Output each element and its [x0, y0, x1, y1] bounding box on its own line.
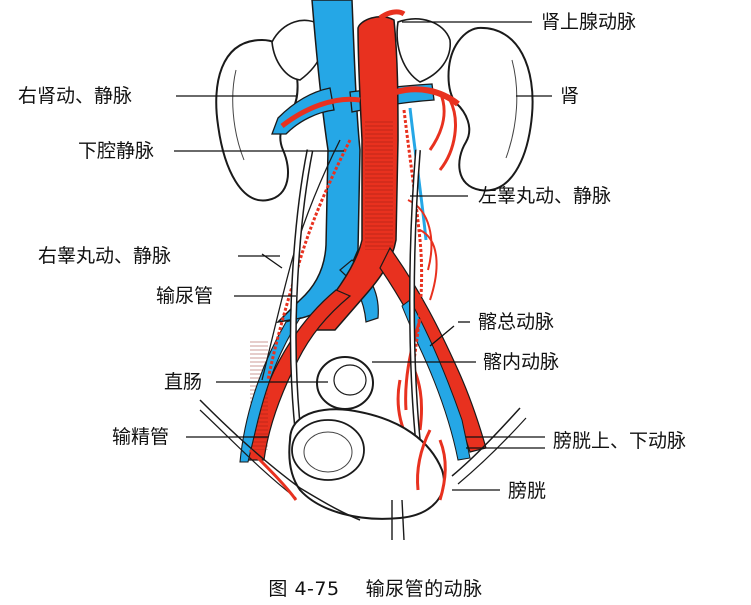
label-vas-deferens: 输精管 [112, 426, 170, 448]
label-bladder: 膀胱 [508, 480, 547, 502]
label-left-testicular: 左睾丸动、静脉 [478, 185, 612, 207]
right-testicular-vein [261, 139, 341, 381]
label-vesical-arteries: 膀胱上、下动脉 [553, 430, 687, 452]
left-renal-artery [395, 86, 460, 107]
label-rectum: 直肠 [164, 371, 203, 393]
right-testicular-artery [266, 139, 352, 381]
left-testicular-artery [402, 109, 424, 361]
right-renal-artery [280, 96, 361, 128]
label-adrenal-artery: 肾上腺动脉 [541, 11, 637, 33]
label-kidney: 肾 [560, 85, 580, 107]
figure-caption: 图 4-75 输尿管的动脉 [0, 574, 751, 601]
label-right-testicular: 右睾丸动、静脉 [38, 245, 172, 267]
left-adrenal-gland [396, 18, 451, 83]
label-ureter: 输尿管 [156, 285, 214, 307]
caption-number: 图 4-75 [268, 578, 340, 600]
left-kidney [447, 26, 534, 192]
caption-title: 输尿管的动脉 [365, 578, 483, 600]
label-common-iliac: 髂总动脉 [478, 311, 555, 333]
abdominal-aorta [303, 16, 399, 331]
leader-lines [174, 21, 552, 491]
adrenal-artery-vessel [378, 9, 406, 21]
vesical-arteries-vessel [416, 429, 447, 501]
label-right-renal-vessels: 右肾动、静脉 [18, 85, 133, 107]
vas-deferens-path [199, 399, 361, 521]
label-ivc: 下腔静脉 [78, 140, 155, 162]
label-internal-iliac: 髂内动脉 [483, 351, 560, 373]
